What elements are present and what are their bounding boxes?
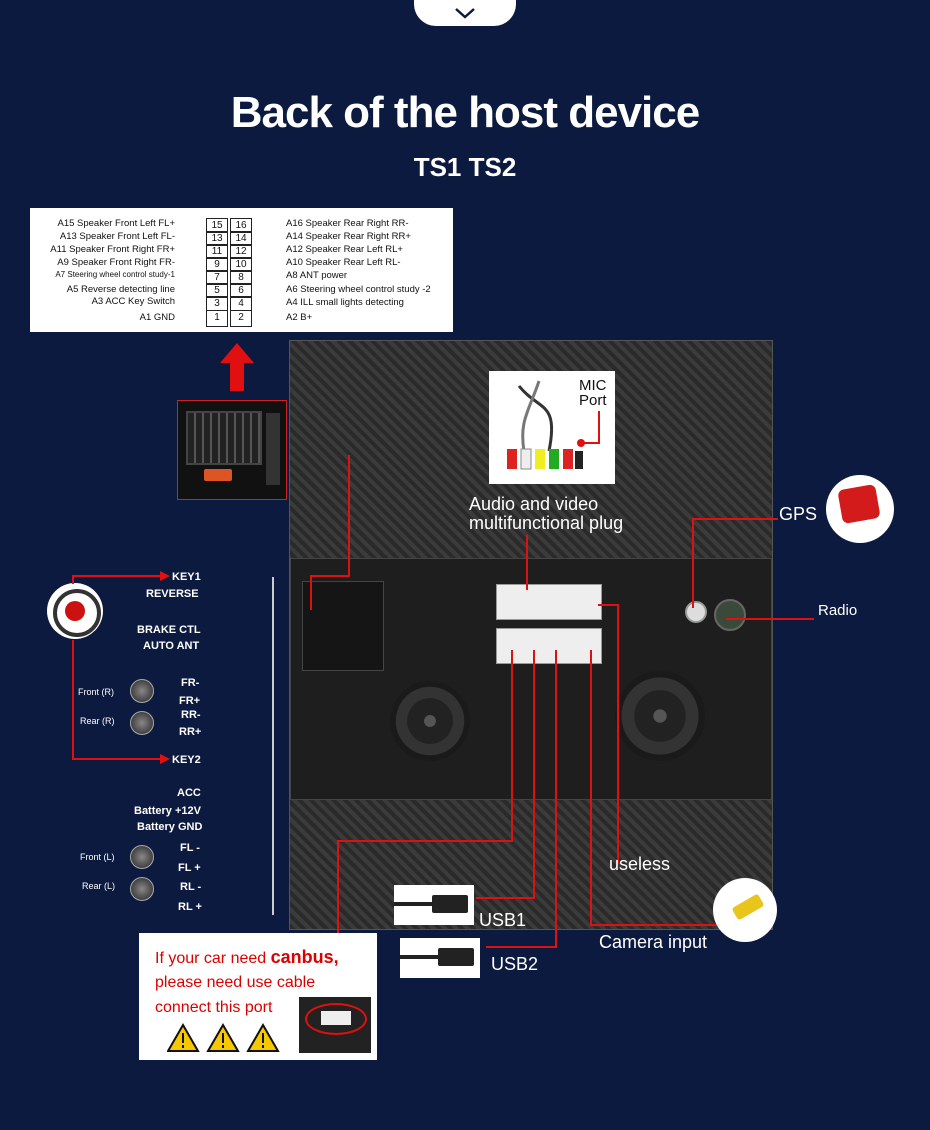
gps-label: GPS bbox=[779, 504, 818, 524]
usb1-label: USB1 bbox=[479, 910, 527, 930]
pin-label-a15: A15 Speaker Front Left FL+ bbox=[57, 218, 175, 229]
av-connector-top bbox=[496, 584, 602, 620]
pin-number: 2 bbox=[230, 310, 252, 327]
canbus-line3: connect this port bbox=[155, 999, 273, 1016]
cooling-fan-right bbox=[615, 671, 705, 761]
pin-label-a3: A3 ACC Key Switch bbox=[91, 296, 175, 307]
pin-number: 1 bbox=[206, 310, 228, 327]
pin-number: 16 bbox=[230, 218, 252, 233]
pin-number: 10 bbox=[230, 257, 252, 272]
wire-key2: KEY2 bbox=[172, 754, 201, 766]
warning-icons bbox=[167, 1023, 280, 1052]
warning-icon bbox=[167, 1023, 200, 1052]
port-label: Port bbox=[579, 392, 607, 409]
mic-label: MIC bbox=[579, 377, 607, 394]
pin-label-a8: A8 ANT power bbox=[286, 270, 348, 281]
speaker-icon bbox=[130, 711, 154, 735]
pin-label-a12: A12 Speaker Rear Left RL+ bbox=[286, 244, 403, 255]
wire-auto-ant: AUTO ANT bbox=[143, 640, 200, 652]
av-connector-bottom bbox=[496, 628, 602, 664]
warning-icon bbox=[206, 1023, 240, 1052]
usb2-label: USB2 bbox=[491, 954, 539, 974]
warning-icon bbox=[246, 1023, 280, 1052]
pin-label-a13: A13 Speaker Front Left FL- bbox=[59, 231, 175, 242]
wire-fr-plus: FR+ bbox=[179, 695, 201, 707]
pin-label-a9: A9 Speaker Front Right FR- bbox=[57, 257, 175, 268]
pin-label-a7: A7 Steering wheel control study-1 bbox=[55, 270, 175, 279]
pin-label-a14: A14 Speaker Rear Right RR+ bbox=[286, 231, 411, 242]
speaker-icon bbox=[130, 877, 154, 901]
collapse-tab[interactable] bbox=[414, 0, 516, 26]
wire-rl-minus: RL - bbox=[180, 881, 202, 893]
speaker-icon bbox=[130, 679, 154, 703]
wire-key1: KEY1 bbox=[172, 571, 201, 583]
wire-battery-12v: Battery +12V bbox=[134, 805, 201, 817]
mic-cable-photo: MIC Port bbox=[489, 371, 615, 484]
radio-label: Radio bbox=[818, 602, 858, 619]
iso-connector-photo bbox=[177, 400, 287, 500]
camera-rca-photo bbox=[713, 878, 777, 942]
usb1-cable-photo bbox=[394, 885, 474, 925]
pin-label-a1: A1 GND bbox=[139, 312, 175, 323]
steering-key-lines bbox=[72, 571, 170, 764]
usb2-cable-photo bbox=[400, 938, 480, 978]
pin-label-a16: A16 Speaker Rear Right RR- bbox=[286, 218, 409, 229]
pin-label-a4: A4 ILL small lights detecting bbox=[286, 297, 404, 308]
gps-port bbox=[685, 601, 707, 623]
pin-number: 9 bbox=[206, 257, 228, 272]
pin-number: 14 bbox=[230, 231, 252, 246]
gps-antenna-photo bbox=[826, 475, 894, 543]
canbus-note: If your car need canbus, please need use… bbox=[139, 933, 377, 1060]
chevron-down-icon bbox=[455, 8, 475, 19]
pin-number: 7 bbox=[206, 270, 228, 285]
wire-rl-plus: RL + bbox=[178, 901, 202, 913]
pin-number: 6 bbox=[230, 283, 252, 298]
wire-brake: BRAKE CTL bbox=[137, 624, 201, 636]
canbus-line1: If your car need canbus, bbox=[155, 947, 339, 967]
pin-number: 3 bbox=[206, 296, 228, 311]
pin-number: 4 bbox=[230, 296, 252, 311]
wire-battery-gnd: Battery GND bbox=[137, 821, 203, 833]
speaker-rear-r-label: Rear (R) bbox=[80, 716, 115, 726]
wire-rr-minus: RR- bbox=[181, 709, 201, 721]
speaker-rear-l-label: Rear (L) bbox=[82, 881, 116, 891]
pin-number: 13 bbox=[206, 231, 228, 246]
speaker-front-l-label: Front (L) bbox=[80, 852, 115, 862]
wire-fl-plus: FL + bbox=[178, 862, 201, 874]
arrow-up-icon bbox=[220, 343, 254, 391]
wire-fl-minus: FL - bbox=[180, 842, 200, 854]
pin-number: 15 bbox=[206, 218, 228, 233]
pin-number: 8 bbox=[230, 270, 252, 285]
wire-reverse: REVERSE bbox=[146, 588, 199, 600]
pinout-table: A15 Speaker Front Left FL+ A13 Speaker F… bbox=[30, 208, 453, 332]
pin-label-a11: A11 Speaker Front Right FR+ bbox=[50, 244, 175, 255]
canbus-port-photo bbox=[299, 997, 371, 1053]
page-title: Back of the host device bbox=[230, 88, 700, 137]
pin-label-a10: A10 Speaker Rear Left RL- bbox=[286, 257, 401, 268]
wire-rr-plus: RR+ bbox=[179, 726, 202, 738]
speaker-icon bbox=[130, 845, 154, 869]
pin-number: 11 bbox=[206, 244, 228, 259]
wire-acc: ACC bbox=[177, 787, 201, 799]
pin-label-a5: A5 Reverse detecting line bbox=[66, 284, 175, 295]
pin-label-a2: A2 B+ bbox=[286, 312, 313, 323]
cooling-fan-left bbox=[390, 681, 470, 761]
camera-input-label: Camera input bbox=[599, 932, 708, 952]
page-subtitle: TS1 TS2 bbox=[413, 152, 517, 182]
pin-number: 5 bbox=[206, 283, 228, 298]
useless-label: useless bbox=[609, 854, 671, 874]
pin-number: 12 bbox=[230, 244, 252, 259]
rca-cable-icon bbox=[507, 380, 600, 470]
speaker-front-r-label: Front (R) bbox=[78, 687, 114, 697]
radio-port bbox=[714, 599, 746, 631]
pin-label-a6: A6 Steering wheel control study -2 bbox=[286, 284, 431, 295]
host-device-back bbox=[289, 340, 773, 930]
wire-fr-minus: FR- bbox=[181, 677, 200, 689]
canbus-line2: please need use cable bbox=[155, 974, 316, 991]
iso-port bbox=[302, 581, 384, 671]
steering-wheel-photo bbox=[47, 583, 103, 639]
